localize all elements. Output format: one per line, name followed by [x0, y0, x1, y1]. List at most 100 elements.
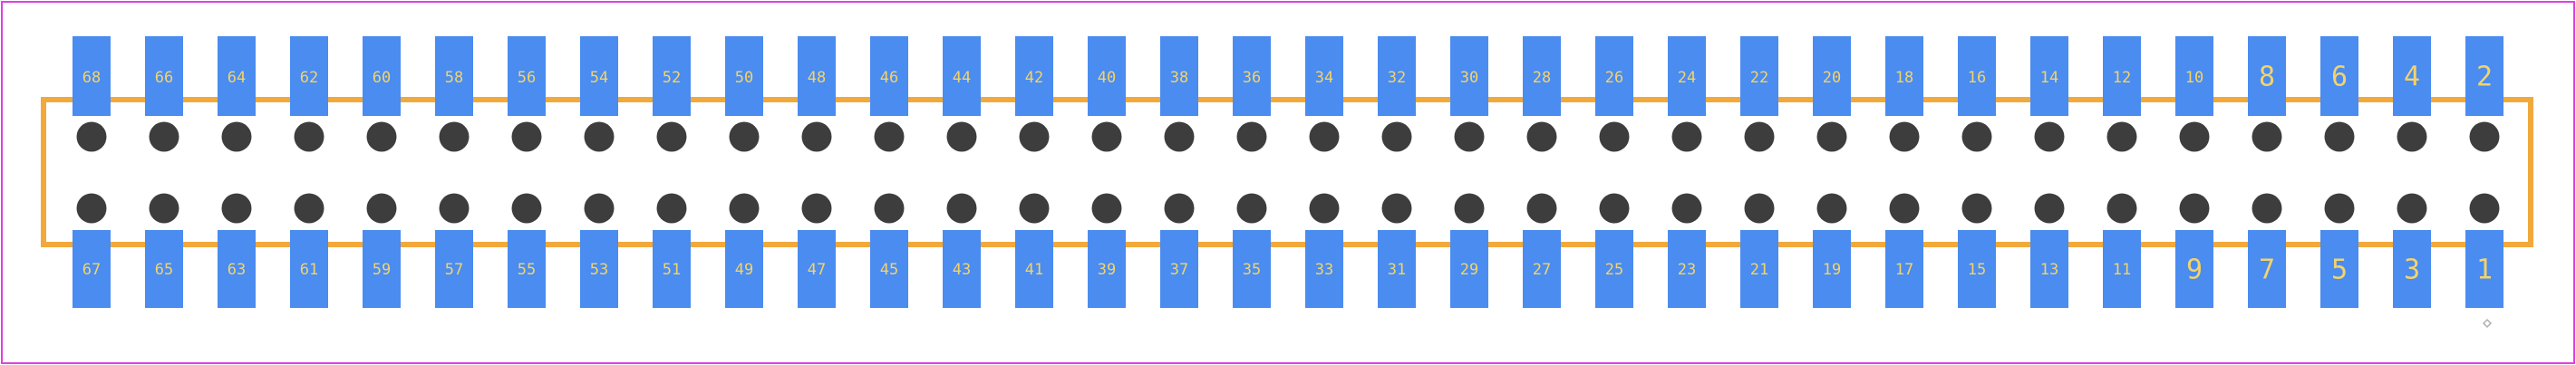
pad-32 — [1378, 36, 1416, 116]
pad-labels: 6867666564636261605958575655545352515049… — [82, 62, 2493, 286]
pad-5 — [2320, 230, 2358, 308]
pad-label-8: 8 — [2259, 62, 2275, 93]
hole-9 — [2179, 193, 2210, 224]
hole-21 — [1744, 193, 1775, 224]
pad-label-4: 4 — [2404, 62, 2420, 93]
pad-60 — [363, 36, 401, 116]
hole-27 — [1526, 193, 1557, 224]
pad-label-64: 64 — [228, 69, 246, 87]
pad-label-41: 41 — [1025, 261, 1043, 279]
pad-16 — [1958, 36, 1996, 116]
pad-label-30: 30 — [1460, 69, 1478, 87]
hole-32 — [1381, 121, 1412, 152]
pad-label-38: 38 — [1170, 69, 1188, 87]
silkscreen-outline — [41, 97, 2533, 247]
hole-19 — [1816, 193, 1847, 224]
pad-44 — [943, 36, 981, 116]
hole-31 — [1381, 193, 1412, 224]
pad-label-27: 27 — [1533, 261, 1551, 279]
hole-66 — [149, 121, 179, 152]
pad-label-12: 12 — [2113, 69, 2131, 87]
hole-11 — [2106, 193, 2137, 224]
pad-label-10: 10 — [2185, 69, 2203, 87]
hole-61 — [294, 193, 324, 224]
hole-17 — [1889, 193, 1920, 224]
pad-label-53: 53 — [590, 261, 608, 279]
pad-label-59: 59 — [373, 261, 391, 279]
hole-8 — [2252, 121, 2282, 152]
pad-6 — [2320, 36, 2358, 116]
pad-label-24: 24 — [1678, 69, 1696, 87]
hole-34 — [1309, 121, 1340, 152]
hole-51 — [656, 193, 687, 224]
pad-51 — [653, 230, 691, 308]
pad-label-57: 57 — [445, 261, 463, 279]
hole-3 — [2397, 193, 2427, 224]
hole-42 — [1019, 121, 1050, 152]
pad-57 — [435, 230, 473, 308]
pad-label-19: 19 — [1823, 261, 1841, 279]
pad-58 — [435, 36, 473, 116]
pad-label-68: 68 — [82, 69, 101, 87]
pad-11 — [2103, 230, 2141, 308]
bottom-pad-row — [73, 230, 2503, 308]
pad-68 — [73, 36, 111, 116]
pad-label-36: 36 — [1243, 69, 1261, 87]
pad-34 — [1305, 36, 1343, 116]
hole-62 — [294, 121, 324, 152]
pad-9 — [2175, 230, 2213, 308]
pad-63 — [218, 230, 256, 308]
pad-label-29: 29 — [1460, 261, 1478, 279]
pad-20 — [1813, 36, 1851, 116]
hole-59 — [366, 193, 397, 224]
hole-52 — [656, 121, 687, 152]
pad-29 — [1450, 230, 1488, 308]
pad-8 — [2248, 36, 2286, 116]
pad-27 — [1523, 230, 1561, 308]
pad-label-32: 32 — [1388, 69, 1406, 87]
hole-56 — [511, 121, 542, 152]
pad-2 — [2465, 36, 2503, 116]
hole-58 — [439, 121, 470, 152]
pad-label-13: 13 — [2040, 261, 2058, 279]
hole-15 — [1961, 193, 1992, 224]
pad-label-33: 33 — [1315, 261, 1333, 279]
pad-label-46: 46 — [880, 69, 898, 87]
pad-18 — [1885, 36, 1923, 116]
pad-label-9: 9 — [2186, 255, 2203, 286]
hole-29 — [1454, 193, 1485, 224]
pad-43 — [943, 230, 981, 308]
hole-48 — [801, 121, 832, 152]
pad-label-22: 22 — [1750, 69, 1768, 87]
pad-33 — [1305, 230, 1343, 308]
hole-24 — [1671, 121, 1702, 152]
pad-15 — [1958, 230, 1996, 308]
pad-label-55: 55 — [518, 261, 536, 279]
pad-41 — [1015, 230, 1053, 308]
pad-label-60: 60 — [373, 69, 391, 87]
pad-label-52: 52 — [663, 69, 681, 87]
hole-4 — [2397, 121, 2427, 152]
hole-54 — [584, 121, 615, 152]
pad-1 — [2465, 230, 2503, 308]
hole-36 — [1236, 121, 1267, 152]
pad-label-50: 50 — [735, 69, 753, 87]
hole-47 — [801, 193, 832, 224]
pad-label-43: 43 — [953, 261, 971, 279]
pad-label-21: 21 — [1750, 261, 1768, 279]
pad-label-20: 20 — [1823, 69, 1841, 87]
hole-63 — [221, 193, 252, 224]
hole-14 — [2034, 121, 2065, 152]
pad-47 — [798, 230, 836, 308]
pad-label-65: 65 — [155, 261, 173, 279]
pad-label-11: 11 — [2113, 261, 2131, 279]
pad-48 — [798, 36, 836, 116]
pad-37 — [1160, 230, 1198, 308]
pad-label-63: 63 — [228, 261, 246, 279]
hole-37 — [1164, 193, 1195, 224]
hole-16 — [1961, 121, 1992, 152]
pad-25 — [1595, 230, 1633, 308]
pad-label-39: 39 — [1098, 261, 1116, 279]
